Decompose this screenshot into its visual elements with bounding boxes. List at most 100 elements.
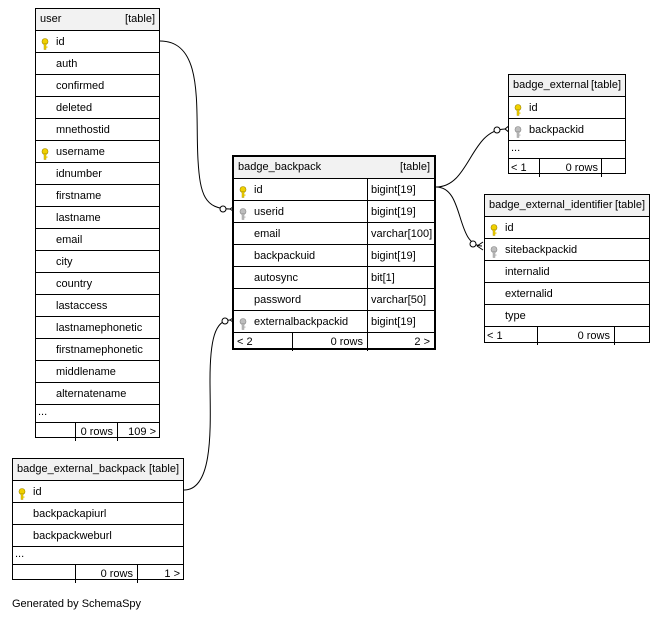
table-name: badge_external_backpack bbox=[17, 463, 146, 475]
column-name: mnethostid bbox=[56, 124, 110, 136]
table-header: badge_external [table] bbox=[509, 75, 625, 97]
column-row[interactable]: auth bbox=[36, 53, 159, 75]
footer-left-link[interactable]: < 2 bbox=[237, 336, 253, 348]
column-row[interactable]: username bbox=[36, 141, 159, 163]
column-type: bigint[19] bbox=[367, 179, 416, 200]
footer-right-link[interactable]: 109 > bbox=[117, 423, 159, 441]
column-row[interactable]: firstname bbox=[36, 185, 159, 207]
column-name: email bbox=[56, 234, 83, 246]
column-row[interactable]: backpackapiurl bbox=[13, 503, 183, 525]
column-name: confirmed bbox=[56, 80, 105, 92]
column-row[interactable]: firstnamephonetic bbox=[36, 339, 159, 361]
table-name: badge_external bbox=[513, 79, 589, 91]
column-type: bigint[19] bbox=[367, 201, 416, 222]
column-name: backpackid bbox=[529, 124, 585, 136]
footer-left[interactable] bbox=[36, 423, 75, 441]
column-row[interactable]: sitebackpackid bbox=[485, 239, 649, 261]
row-count: 0 rows bbox=[537, 327, 614, 345]
column-row[interactable]: id bbox=[485, 217, 649, 239]
column-name: backpackapiurl bbox=[33, 508, 107, 520]
column-name: password bbox=[254, 294, 302, 306]
primary-key-icon bbox=[17, 486, 27, 500]
table-name: user bbox=[40, 13, 62, 25]
column-row[interactable]: mnethostid bbox=[36, 119, 159, 141]
column-row[interactable]: backpackid bbox=[509, 119, 625, 141]
column-name: externalid bbox=[505, 288, 553, 300]
column-list: id backpackapiurl backpackweburl bbox=[13, 481, 183, 547]
table-name: badge_backpack bbox=[238, 161, 322, 173]
column-list: id backpackid bbox=[509, 97, 625, 141]
table-footer: 0 rows 109 > bbox=[36, 423, 159, 441]
column-row[interactable]: id bbox=[13, 481, 183, 503]
column-name: backpackweburl bbox=[33, 530, 112, 542]
table-type-tag: [table] bbox=[149, 463, 179, 475]
footer-right bbox=[614, 327, 649, 345]
column-name: lastname bbox=[56, 212, 101, 224]
column-row[interactable]: id bbox=[36, 31, 159, 53]
primary-key-icon bbox=[238, 184, 248, 198]
row-count: 0 rows bbox=[75, 565, 137, 583]
column-type: bigint[19] bbox=[367, 245, 416, 266]
footer-left-link[interactable]: < 1 bbox=[511, 162, 527, 174]
primary-key-icon bbox=[40, 146, 50, 160]
row-count: 0 rows bbox=[539, 159, 601, 177]
column-row[interactable]: externalid bbox=[485, 283, 649, 305]
more-columns-ellipsis: ... bbox=[36, 405, 159, 423]
link-badge-backpack-to-external-identifier bbox=[435, 186, 483, 247]
footer-right bbox=[601, 159, 625, 177]
footer-left bbox=[13, 565, 75, 583]
column-row[interactable]: country bbox=[36, 273, 159, 295]
column-row[interactable]: type bbox=[485, 305, 649, 327]
column-row[interactable]: lastnamephonetic bbox=[36, 317, 159, 339]
generator-caption: Generated by SchemaSpy bbox=[12, 598, 142, 610]
table-type-tag: [table] bbox=[615, 199, 645, 211]
column-row[interactable]: id bbox=[509, 97, 625, 119]
table-footer: < 2 0 rows 2 > bbox=[234, 333, 434, 351]
table-footer: < 1 0 rows bbox=[485, 327, 649, 345]
link-badge-backpack-to-external-backpack bbox=[183, 319, 231, 491]
foreign-key-icon bbox=[489, 244, 499, 258]
column-name: email bbox=[254, 228, 281, 240]
column-name: firstname bbox=[56, 190, 102, 202]
foreign-key-icon bbox=[513, 124, 523, 138]
column-row[interactable]: lastaccess bbox=[36, 295, 159, 317]
optional-marker bbox=[219, 205, 227, 213]
column-row[interactable]: middlename bbox=[36, 361, 159, 383]
footer-right-link[interactable]: 2 > bbox=[367, 333, 434, 351]
column-row[interactable]: city bbox=[36, 251, 159, 273]
column-name: externalbackpackid bbox=[254, 316, 349, 328]
column-row[interactable]: lastname bbox=[36, 207, 159, 229]
column-row[interactable]: internalid bbox=[485, 261, 649, 283]
footer-right-link[interactable]: 1 > bbox=[137, 565, 183, 583]
table-badge-external-backpack[interactable]: badge_external_backpack [table] id backpa… bbox=[12, 458, 184, 583]
column-row[interactable]: confirmed bbox=[36, 75, 159, 97]
column-row[interactable]: idnumber bbox=[36, 163, 159, 185]
column-name: internalid bbox=[505, 266, 550, 278]
column-list: id sitebackpackid internalid externalid type bbox=[485, 217, 649, 327]
more-columns-ellipsis: ... bbox=[509, 141, 625, 159]
column-name: id bbox=[505, 222, 514, 234]
column-row[interactable]: backpackweburl bbox=[13, 525, 183, 547]
footer-left-link[interactable]: < 1 bbox=[487, 330, 503, 342]
link-badge-backpack-to-badge-external bbox=[435, 128, 506, 188]
column-row[interactable]: alternatename bbox=[36, 383, 159, 405]
column-type: bit[1] bbox=[367, 267, 395, 288]
column-name: country bbox=[56, 278, 93, 290]
optional-marker bbox=[221, 317, 229, 325]
column-name: alternatename bbox=[56, 388, 127, 400]
primary-key-icon bbox=[489, 222, 499, 236]
column-row[interactable]: email bbox=[36, 229, 159, 251]
column-row[interactable]: deleted bbox=[36, 97, 159, 119]
